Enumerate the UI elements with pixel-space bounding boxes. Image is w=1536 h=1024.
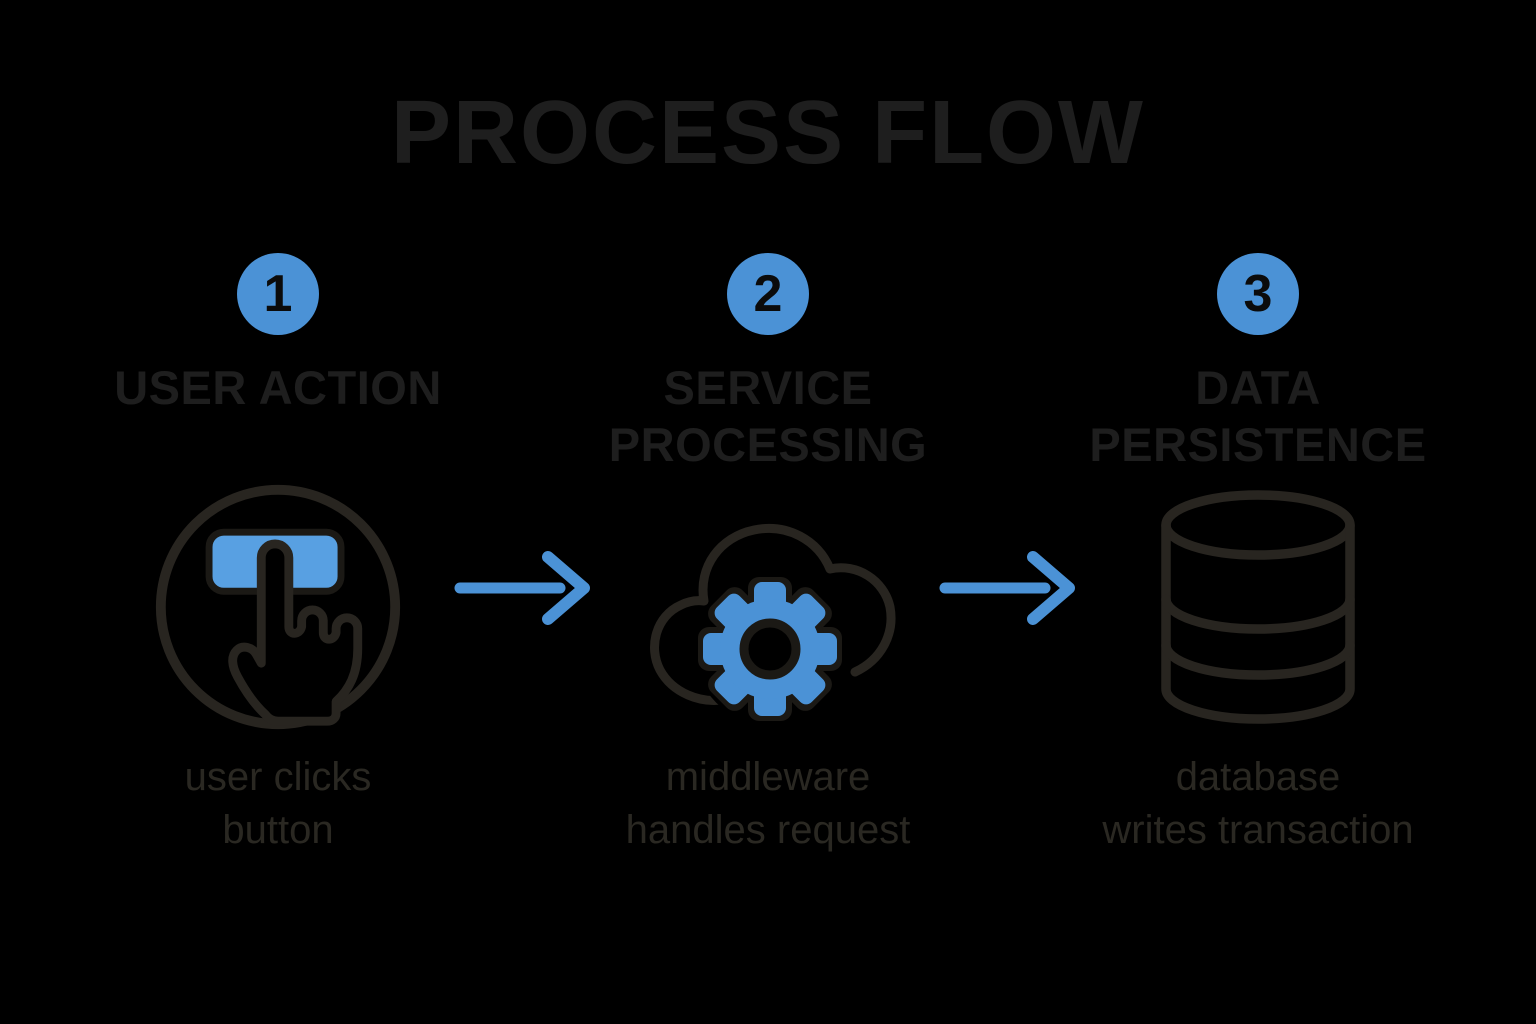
- step-title: USER ACTION: [114, 359, 442, 473]
- flow-arrow-icon: [939, 551, 1075, 625]
- step-caption-line: database: [1175, 755, 1341, 799]
- step-title: SERVICE PROCESSING: [609, 359, 927, 473]
- step-data-persistence: 3 DATA PERSISTENCE database writes trans…: [1043, 253, 1473, 857]
- step-title-line: SERVICE: [663, 361, 873, 414]
- step-icon-box: [1043, 473, 1473, 741]
- gear-icon: [698, 577, 842, 721]
- page-title: PROCESS FLOW: [390, 83, 1146, 183]
- cloud-gear-icon: [650, 523, 896, 725]
- step-number: 2: [753, 265, 783, 323]
- step-number-badge: 3: [1217, 253, 1299, 335]
- step-number-badge: 1: [237, 253, 319, 335]
- step-user-action: 1 USER ACTION user clicks button: [63, 253, 493, 857]
- step-number: 1: [263, 265, 293, 323]
- step-title-line: PROCESSING: [608, 418, 928, 472]
- step-title-line: PERSISTENCE: [1089, 418, 1427, 472]
- step-caption-line: button: [222, 807, 334, 852]
- step-caption-line: user clicks: [184, 755, 372, 799]
- step-caption: database writes transaction: [1102, 751, 1413, 857]
- step-service-processing: 2 SERVICE PROCESSING: [553, 253, 983, 857]
- flow-arrow-icon: [454, 551, 590, 625]
- step-title-line: DATA: [1195, 361, 1321, 414]
- database-icon: [1161, 490, 1355, 724]
- step-caption-line: writes transaction: [1102, 807, 1414, 852]
- step-caption: middleware handles request: [626, 751, 911, 857]
- step-number: 3: [1243, 265, 1273, 323]
- step-title: DATA PERSISTENCE: [1089, 359, 1426, 473]
- step-caption: user clicks button: [185, 751, 372, 857]
- step-icon-box: [63, 473, 493, 741]
- step-icon-box: [553, 473, 983, 741]
- step-caption-line: handles request: [625, 807, 911, 852]
- step-caption-line: middleware: [665, 755, 871, 799]
- step-number-badge: 2: [727, 253, 809, 335]
- step-title-line: USER ACTION: [114, 361, 442, 414]
- hand-click-icon: [155, 484, 401, 730]
